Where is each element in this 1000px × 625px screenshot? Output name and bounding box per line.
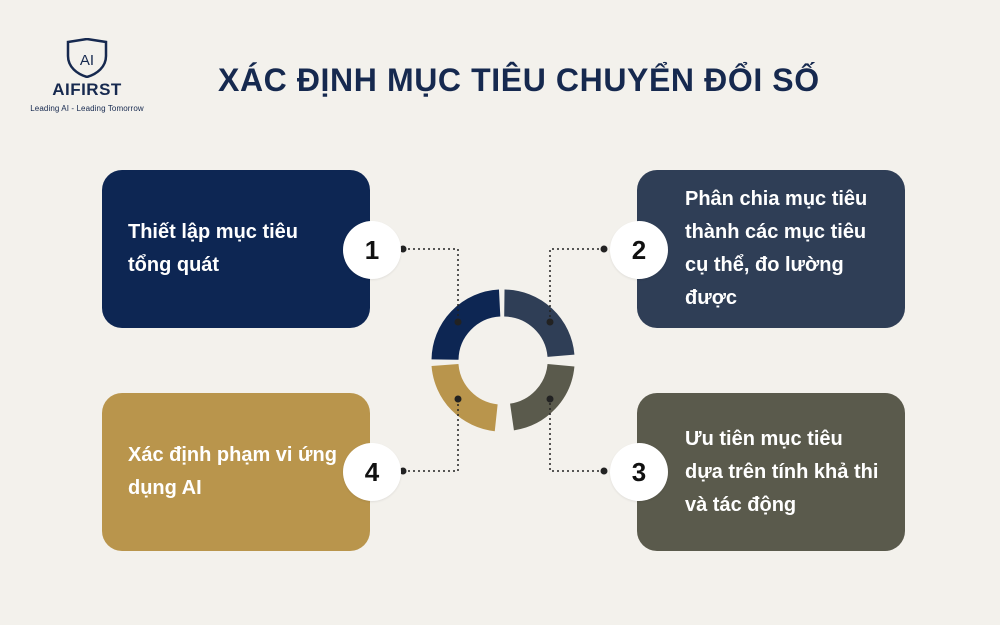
ring-segment-2 — [503, 289, 575, 358]
step-1-number-badge: 1 — [343, 221, 401, 279]
connector-3 — [549, 399, 604, 472]
connector-dot — [399, 245, 407, 253]
ring-segment-3 — [509, 363, 575, 431]
ring-segment-1 — [431, 289, 501, 361]
connector-4 — [403, 399, 459, 472]
step-4-number-badge: 4 — [343, 443, 401, 501]
connector-dot — [600, 245, 608, 253]
connector-dot — [454, 395, 462, 403]
step-3-text: Ưu tiên mục tiêu dựa trên tính khả thi v… — [685, 427, 879, 516]
step-3-number-badge: 3 — [610, 443, 668, 501]
shield-logo-icon: AI — [66, 38, 108, 78]
page-title: XÁC ĐỊNH MỤC TIÊU CHUYỂN ĐỔI SỐ — [218, 62, 820, 98]
step-card-4: Xác định phạm vi ứng dụng AI — [102, 393, 370, 551]
step-4-text: Xác định phạm vi ứng dụng AI — [128, 444, 337, 499]
connector-dot — [454, 318, 462, 326]
step-card-1: Thiết lập mục tiêu tổng quát — [102, 170, 370, 328]
brand-logo: AI AIFIRST Leading AI - Leading Tomorrow — [22, 38, 152, 113]
logo-name: AIFIRST — [52, 80, 122, 99]
logo-mark: AI — [80, 52, 94, 69]
connector-dot — [546, 318, 554, 326]
connector-1 — [403, 248, 459, 322]
step-1-text: Thiết lập mục tiêu tổng quát — [128, 221, 299, 276]
connector-dot — [600, 467, 608, 475]
connector-2 — [549, 248, 604, 322]
connector-dot — [546, 395, 554, 403]
step-2-number-badge: 2 — [610, 221, 668, 279]
logo-tagline: Leading AI - Leading Tomorrow — [30, 104, 144, 113]
ring-segment-4 — [431, 363, 499, 432]
step-2-text: Phân chia mục tiêu thành các mục tiêu cụ… — [685, 188, 868, 309]
connector-dot — [399, 467, 407, 475]
step-card-3: Ưu tiên mục tiêu dựa trên tính khả thi v… — [637, 393, 905, 551]
step-card-2: Phân chia mục tiêu thành các mục tiêu cụ… — [637, 170, 905, 328]
